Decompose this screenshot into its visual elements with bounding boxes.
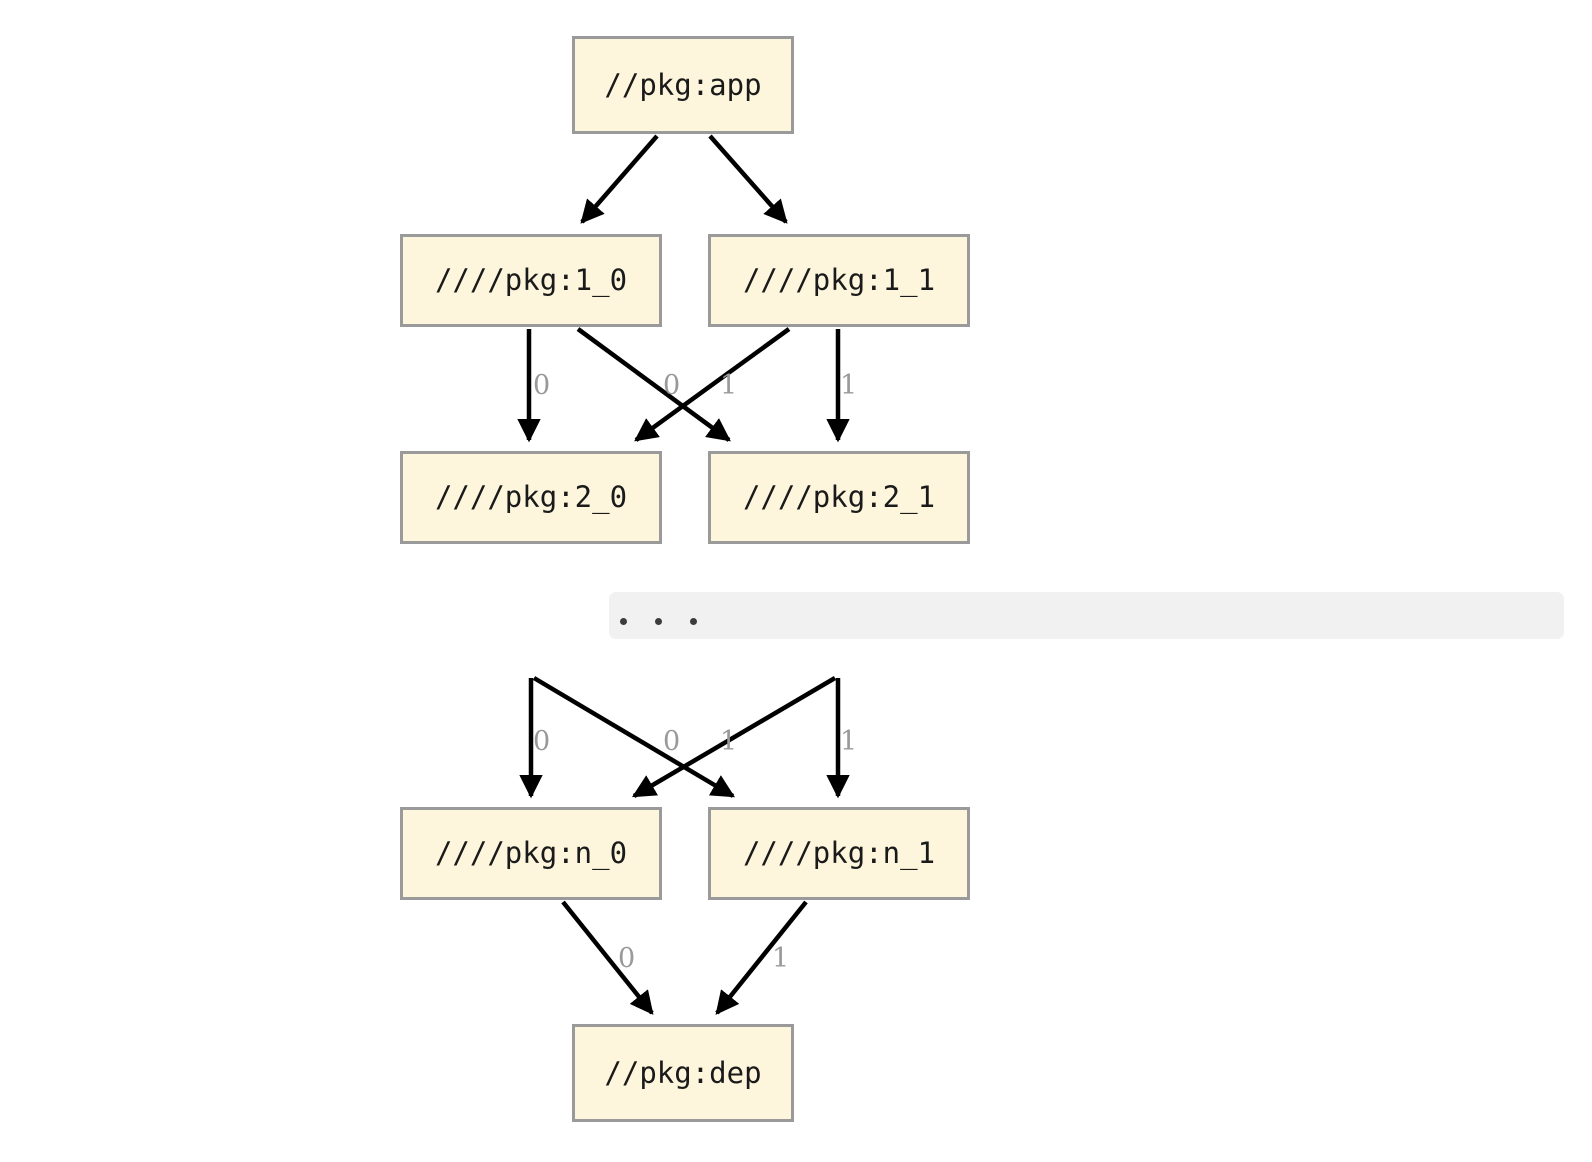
edge-label-above-n_0: 0 xyxy=(533,726,551,757)
edge-above-to-n_0-cross xyxy=(631,676,837,798)
node-label: ////pkg:2_1 xyxy=(742,480,936,514)
node-label: //pkg:app xyxy=(604,67,762,102)
node-dep[interactable]: //pkg:dep xyxy=(572,1024,794,1122)
ellipsis-dot xyxy=(655,618,662,625)
edge-label-n_0-dep: 0 xyxy=(618,943,636,974)
ellipsis-band xyxy=(609,592,1564,639)
edge-label-n_1-dep: 1 xyxy=(772,943,790,974)
ellipsis-dots-icon xyxy=(620,618,697,625)
edge-above-to-n_1-cross xyxy=(532,676,736,798)
edge-n_1-to-dep xyxy=(715,900,808,1015)
node-pkg-1_1[interactable]: ////pkg:1_1 xyxy=(708,234,970,327)
node-pkg-1_0[interactable]: ////pkg:1_0 xyxy=(400,234,662,327)
edge-label-1_0-2_1: 0 xyxy=(663,370,681,401)
edge-label-1_0-2_0: 0 xyxy=(533,370,551,401)
node-pkg-2_1[interactable]: ////pkg:2_1 xyxy=(708,451,970,544)
node-pkg-n_1[interactable]: ////pkg:n_1 xyxy=(708,807,970,900)
ellipsis-dot xyxy=(620,618,627,625)
edge-1_1-to-2_0 xyxy=(634,327,791,442)
node-label: ////pkg:2_0 xyxy=(434,480,628,514)
edge-app-to-1_1 xyxy=(708,134,788,224)
edge-1_0-to-2_1 xyxy=(576,327,731,442)
edge-label-above-n_1-cross: 0 xyxy=(663,726,681,757)
edge-label-above-n_1: 1 xyxy=(840,726,858,757)
edge-label-1_1-2_1: 1 xyxy=(840,370,858,401)
edge-n_0-to-dep xyxy=(561,900,654,1015)
node-pkg-2_0[interactable]: ////pkg:2_0 xyxy=(400,451,662,544)
ellipsis-dot xyxy=(690,618,697,625)
edge-app-to-1_0 xyxy=(580,134,659,224)
node-pkg-n_0[interactable]: ////pkg:n_0 xyxy=(400,807,662,900)
node-label: ////pkg:n_0 xyxy=(434,836,628,870)
node-label: ////pkg:n_1 xyxy=(742,836,936,870)
node-label: //pkg:dep xyxy=(604,1055,762,1090)
edge-label-above-n_0-cross: 1 xyxy=(720,726,738,757)
node-label: ////pkg:1_1 xyxy=(742,263,936,297)
node-label: ////pkg:1_0 xyxy=(434,263,628,297)
edge-label-1_1-2_0: 1 xyxy=(720,370,738,401)
node-app[interactable]: //pkg:app xyxy=(572,36,794,134)
